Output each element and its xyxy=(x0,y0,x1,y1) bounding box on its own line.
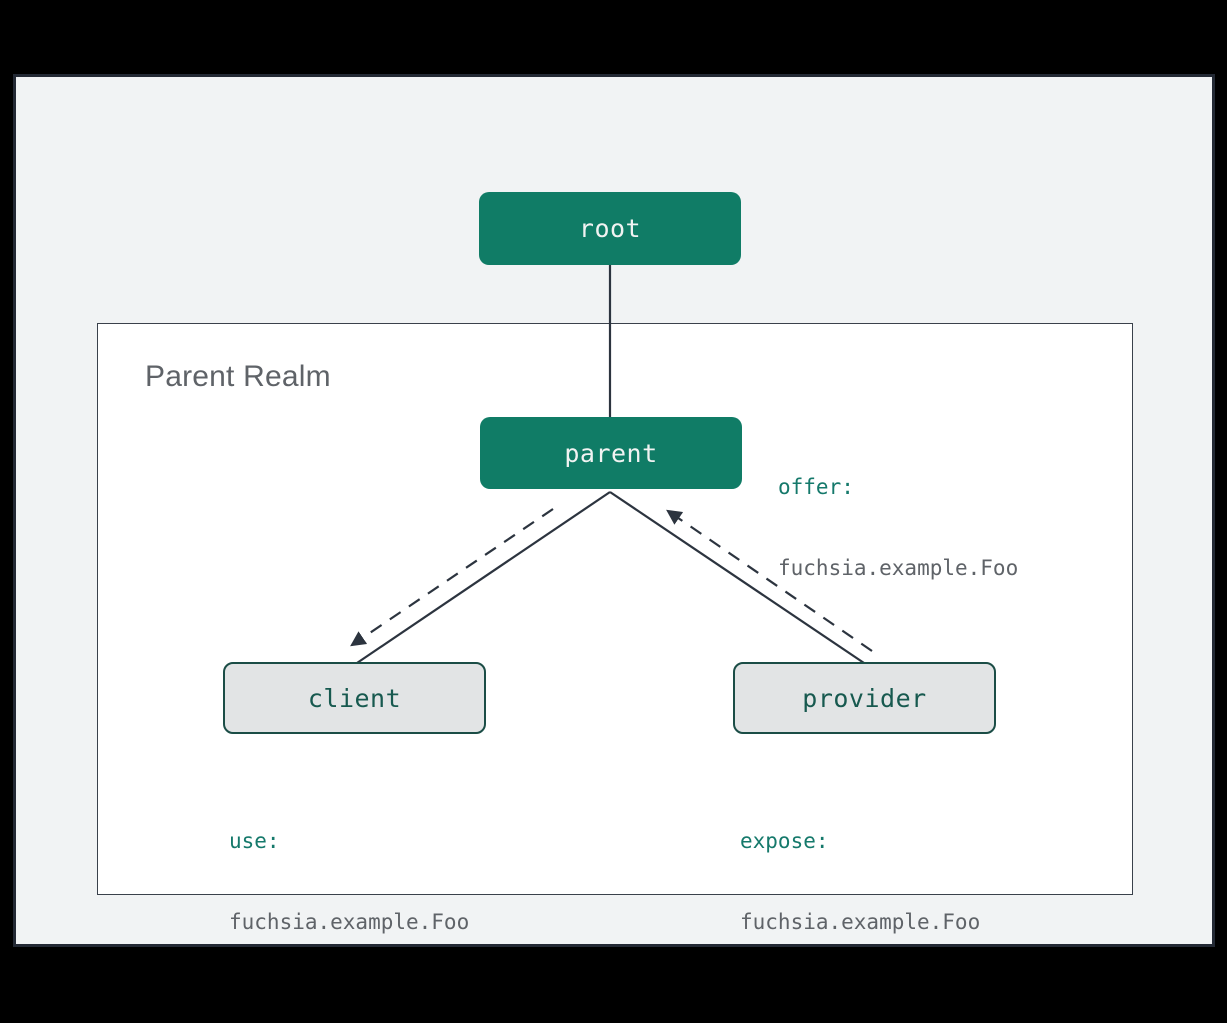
expose-annotation: expose: fuchsia.example.Foo xyxy=(740,774,980,990)
offer-keyword: offer: xyxy=(778,475,854,499)
node-provider-label: provider xyxy=(802,683,927,713)
use-annotation: use: fuchsia.example.Foo xyxy=(229,774,469,990)
offer-value: fuchsia.example.Foo xyxy=(778,556,1019,580)
node-parent: parent xyxy=(480,417,742,489)
expose-value: fuchsia.example.Foo xyxy=(740,910,981,934)
expose-keyword: expose: xyxy=(740,829,829,853)
parent-realm-label: Parent Realm xyxy=(145,360,331,393)
offer-annotation: offer: fuchsia.example.Foo xyxy=(778,420,1018,636)
use-keyword: use: xyxy=(229,829,280,853)
node-root: root xyxy=(479,192,741,265)
node-parent-label: parent xyxy=(564,438,658,468)
node-client: client xyxy=(223,662,486,734)
node-root-label: root xyxy=(578,214,642,243)
node-client-label: client xyxy=(307,683,402,713)
node-provider: provider xyxy=(733,662,996,734)
use-value: fuchsia.example.Foo xyxy=(229,910,470,934)
